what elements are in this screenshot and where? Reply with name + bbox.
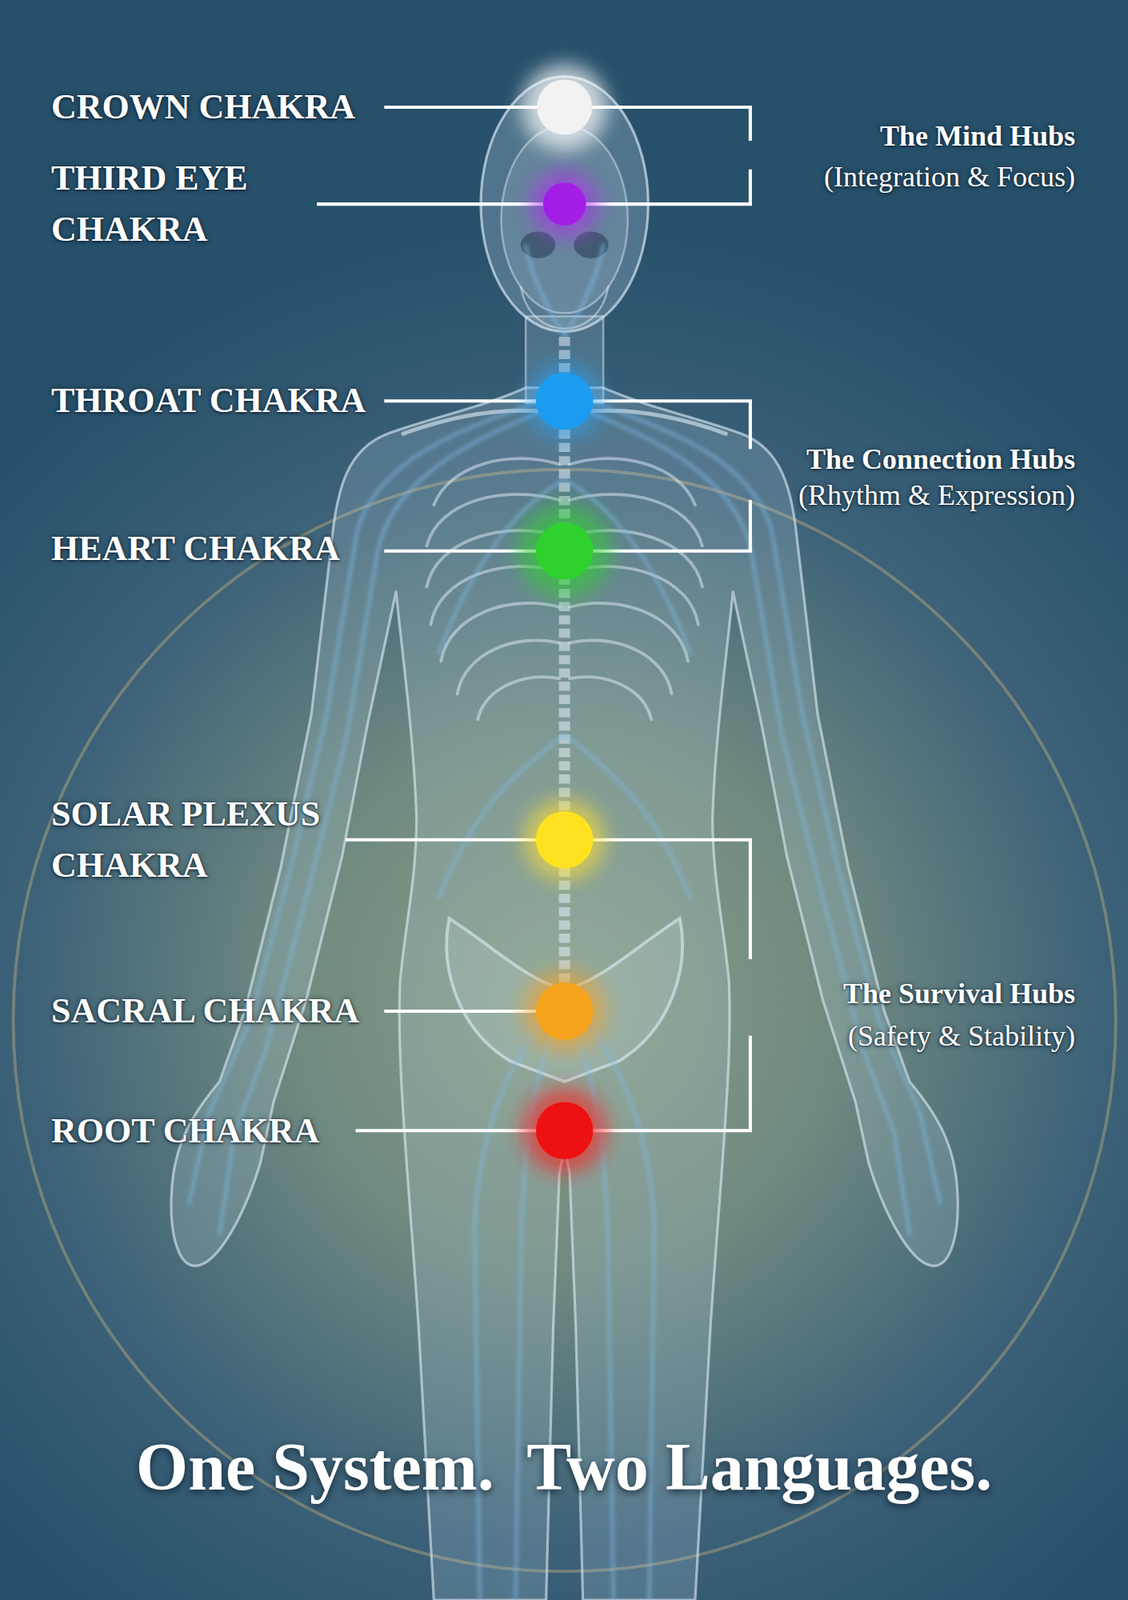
skull bbox=[501, 125, 628, 314]
chakra-glow bbox=[517, 504, 612, 598]
bracket bbox=[748, 1036, 752, 1132]
sacral-dot bbox=[536, 982, 593, 1040]
chakra-label: SOLAR PLEXUS CHAKRA bbox=[51, 788, 348, 892]
hub-subtitle: (Rhythm & Expression) bbox=[798, 477, 1076, 513]
hub-title: The Survival Hubs bbox=[843, 976, 1076, 1012]
jaw bbox=[520, 285, 609, 329]
leader-line bbox=[385, 1009, 538, 1013]
chakra-glow bbox=[521, 1088, 608, 1174]
bracket bbox=[748, 107, 752, 141]
third-eye-dot bbox=[543, 182, 587, 226]
heart-dot bbox=[536, 522, 593, 580]
chakra-glow bbox=[524, 799, 606, 881]
crown-dot bbox=[536, 79, 592, 135]
solar-plexus-dot bbox=[536, 811, 593, 868]
pelvis bbox=[446, 918, 683, 1082]
spine bbox=[559, 336, 571, 1031]
hub-subtitle: (Integration & Focus) bbox=[824, 159, 1076, 195]
hub-subtitle: (Safety & Stability) bbox=[848, 1018, 1076, 1054]
throat-dot bbox=[536, 372, 593, 430]
chakra-label: CROWN CHAKRA bbox=[51, 86, 356, 128]
chakra-label: SACRAL CHAKRA bbox=[51, 990, 360, 1032]
chakra-glow bbox=[524, 970, 606, 1052]
chakra-label: THROAT CHAKRA bbox=[51, 380, 366, 422]
chakra-glow bbox=[525, 362, 604, 440]
hub-title: The Mind Hubs bbox=[880, 118, 1076, 154]
chakra-glow bbox=[521, 64, 608, 150]
group-brackets bbox=[748, 107, 752, 1131]
root-dot bbox=[536, 1102, 593, 1160]
chakra-label: ROOT CHAKRA bbox=[51, 1110, 320, 1152]
bracket bbox=[748, 400, 752, 449]
bracket bbox=[748, 840, 752, 960]
chakra-label: HEART CHAKRA bbox=[51, 528, 340, 570]
leader-lines bbox=[318, 107, 751, 1131]
bracket bbox=[748, 500, 752, 552]
caption-text: One System. Two Languages. bbox=[0, 1424, 1128, 1510]
chakra-dots bbox=[517, 64, 612, 1173]
hub-title: The Connection Hubs bbox=[806, 441, 1076, 477]
chakra-label: THIRD EYE CHAKRA bbox=[51, 152, 348, 256]
chakra-glow bbox=[529, 169, 600, 240]
bracket bbox=[748, 169, 752, 204]
human-figure bbox=[171, 76, 958, 1600]
